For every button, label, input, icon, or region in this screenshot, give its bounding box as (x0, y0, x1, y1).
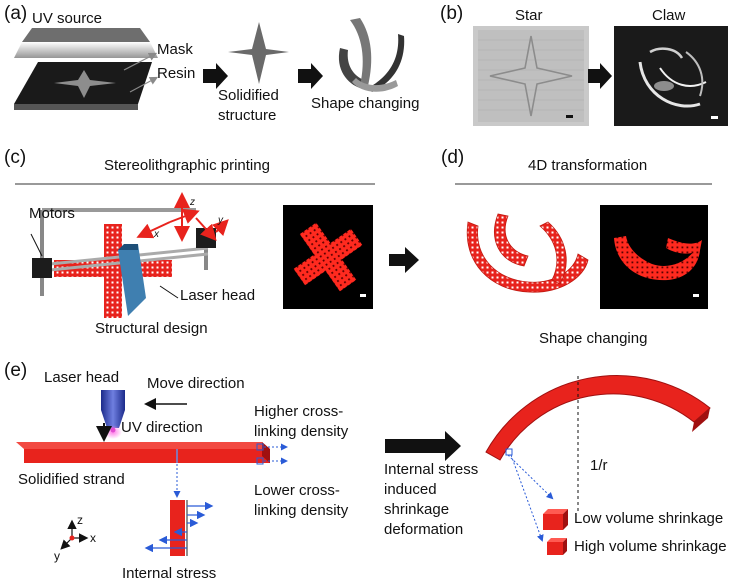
panel-a-graphics (14, 18, 405, 110)
panel-c-graphics (15, 183, 419, 318)
mask-label: Mask (157, 41, 193, 58)
resin-pointer (129, 76, 159, 93)
laser-head-body (118, 244, 146, 316)
scale-bar-star (566, 115, 573, 118)
lower-density-label: Lower cross- linking density (254, 482, 349, 519)
axis-z-label-e: z (77, 513, 83, 527)
transformed-shape (614, 236, 701, 281)
motors-label: Motors (29, 205, 75, 222)
panel-label-e: (e) (4, 360, 28, 381)
uv-source-label: UV source (32, 10, 103, 27)
axis-triad (60, 519, 89, 550)
claw-label: Claw (652, 7, 686, 24)
resin-label: Resin (157, 65, 196, 82)
stress-profile (144, 500, 214, 556)
star-outline (489, 35, 573, 117)
axis-x-label-c: x (154, 229, 159, 240)
shape-changing-label-a: Shape changing (311, 95, 420, 112)
scale-bar-transformed (693, 294, 699, 297)
solidified-structure-label: Solidified structure (218, 87, 279, 124)
laser-head-label-c: Laser head (180, 287, 256, 304)
resin-tray (14, 62, 152, 110)
uv-source-lamp (14, 28, 158, 58)
low-shrinkage-label: Low volume shrinkage (574, 510, 724, 527)
star-label: Star (515, 7, 543, 24)
panel-label-b: (b) (440, 3, 464, 24)
scale-bar-cross (360, 294, 366, 297)
solidified-strand-label: Solidified strand (18, 471, 125, 488)
higher-density-label: Higher cross- linking density (254, 403, 349, 440)
solidified-strand-bar (16, 442, 270, 463)
panel-d-graphics (455, 183, 712, 309)
bent-strand (485, 375, 711, 461)
laser-head-label-e: Laser head (44, 369, 120, 386)
shape-changing-label-d: Shape changing (539, 330, 648, 347)
structural-design-label: Structural design (95, 320, 208, 337)
low-shrinkage-cube (543, 509, 568, 530)
claw-photo (614, 26, 728, 126)
printed-cross (293, 222, 363, 292)
panel-label-c: (c) (4, 147, 27, 168)
arrow-b (588, 63, 612, 89)
cross-design (54, 224, 172, 318)
uv-direction-label: UV direction (121, 419, 203, 436)
panel-b-graphics (473, 26, 728, 126)
solidified-star-shape (228, 22, 289, 84)
panel-label-d: (d) (441, 147, 465, 168)
arrow-a2 (298, 63, 323, 89)
panel-c-title: Stereolithgraphic printing (104, 157, 270, 174)
panel-d-title: 4D transformation (528, 157, 648, 174)
axis-z-label-c: z (190, 197, 195, 208)
axis-y-label-e: y (54, 549, 60, 563)
high-shrinkage-label: High volume shrinkage (574, 538, 727, 555)
panel-label-a: (a) (4, 3, 28, 24)
curled-lattice (466, 213, 589, 293)
printer-apparatus (30, 192, 229, 318)
arrow-e (385, 431, 461, 461)
claw-shape (338, 18, 405, 92)
motor-left (32, 258, 52, 278)
internal-stress-label: Internal stress (122, 565, 217, 582)
scale-bar-claw (711, 116, 718, 119)
high-shrinkage-cube (547, 538, 567, 555)
radius-label: 1/r (590, 457, 608, 474)
panel-e-graphics (16, 375, 711, 556)
axis-y-label-c: y (218, 215, 223, 226)
axis-x-label-e: x (90, 531, 96, 545)
arrow-c (389, 247, 419, 273)
arrow-a1 (203, 63, 228, 89)
mask-pointer (123, 52, 158, 71)
move-direction-label: Move direction (147, 375, 245, 392)
internal-stress-induced-label: Internal stress induced shrinkage deform… (384, 461, 479, 538)
